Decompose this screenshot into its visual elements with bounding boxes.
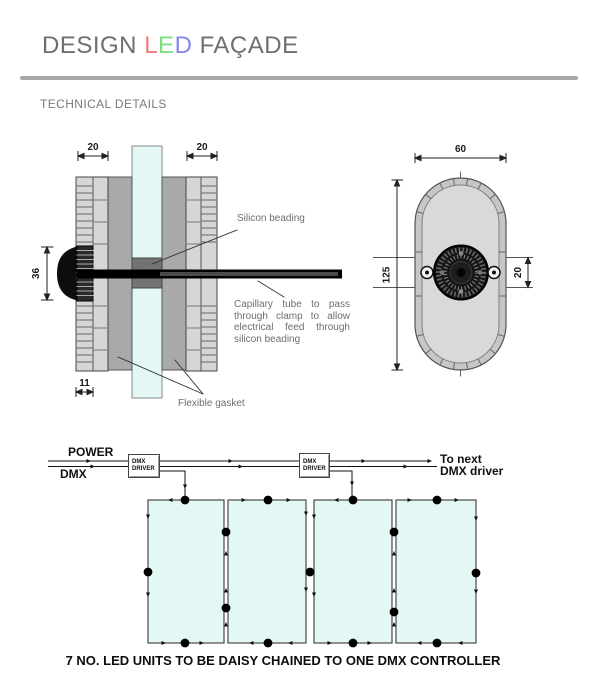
title-letter-l: L [144,32,159,59]
clamp-ribs-right [200,185,218,363]
fixing-screw-right [487,265,501,280]
leader-flexible-gasket [117,356,204,395]
dim-36-label: 36 [31,268,42,280]
dmx-driver-box-2: DMX DRIVER [299,453,330,478]
front-view-drawing: 60 125 20 [373,144,533,377]
dim-20-front-label: 20 [513,267,524,279]
leader-capillary [257,280,285,298]
title-suffix: FAÇADE [192,32,299,59]
to-next-line2: DMX driver [440,464,504,478]
to-next-dmx-driver-label: To next DMX driver [440,453,503,477]
dim-60-label: 60 [455,144,467,155]
silicon-beading-label: Silicon beading [237,213,305,224]
led-panel-4 [395,499,477,644]
dmx-driver-2-line1: DMX [303,458,317,465]
dim-20-front [524,257,532,288]
dmx-driver-2-line2: DRIVER [303,465,326,472]
section-subtitle: TECHNICAL DETAILS [40,97,167,111]
dim-top-right-20-label: 20 [196,142,208,153]
capillary-tube-note: Capillary tube to pass through clamp to … [234,299,350,345]
flexible-gasket-label: Flexible gasket [178,398,245,409]
plate-rim-ticks [415,171,506,377]
to-next-line1: To next [440,452,482,466]
cross-section-drawing: 20 20 36 11 [31,142,342,399]
led-panel-1 [147,499,225,644]
dim-60 [414,153,507,163]
dmx-driver-1-line1: DMX [132,459,146,465]
dim-11-label: 11 [79,378,90,389]
knob-cap [57,246,77,301]
dim-top-left-20-label: 20 [87,142,99,153]
title-prefix: DESIGN [42,32,145,59]
dim-11 [75,387,94,397]
dim-36 [41,246,54,301]
dim-125-label: 125 [382,266,393,283]
page-title: DESIGN LED FAÇADE [42,32,299,60]
capillary-tube-inner [160,272,338,276]
title-letter-d: D [174,32,193,59]
led-unit-nodes [143,495,481,648]
led-panel-2 [227,499,307,644]
dim-top-right-20 [186,151,218,161]
bus-lines [48,460,437,467]
dmx-driver-box-1: DMX DRIVER [128,454,160,478]
clamp-ribs-left [75,185,94,363]
title-divider [20,76,578,80]
schematic-caption: 7 NO. LED UNITS TO BE DAISY CHAINED TO O… [65,653,501,668]
led-panel-3 [313,499,393,644]
title-letter-e: E [158,32,175,59]
driver-feed-lines [160,470,353,498]
leader-silicon-beading [151,229,238,265]
power-label: POWER [68,445,114,459]
clamp-inner-lines [92,199,202,351]
dim-top-left-20 [77,151,109,161]
dim-125 [391,179,403,371]
front-knob [433,244,489,301]
dmx-label: DMX [60,467,87,481]
fixing-screw-left [420,265,434,280]
led-panels [147,499,477,644]
dmx-driver-1-line2: DRIVER [132,466,155,472]
dmx-schematic [48,459,481,648]
